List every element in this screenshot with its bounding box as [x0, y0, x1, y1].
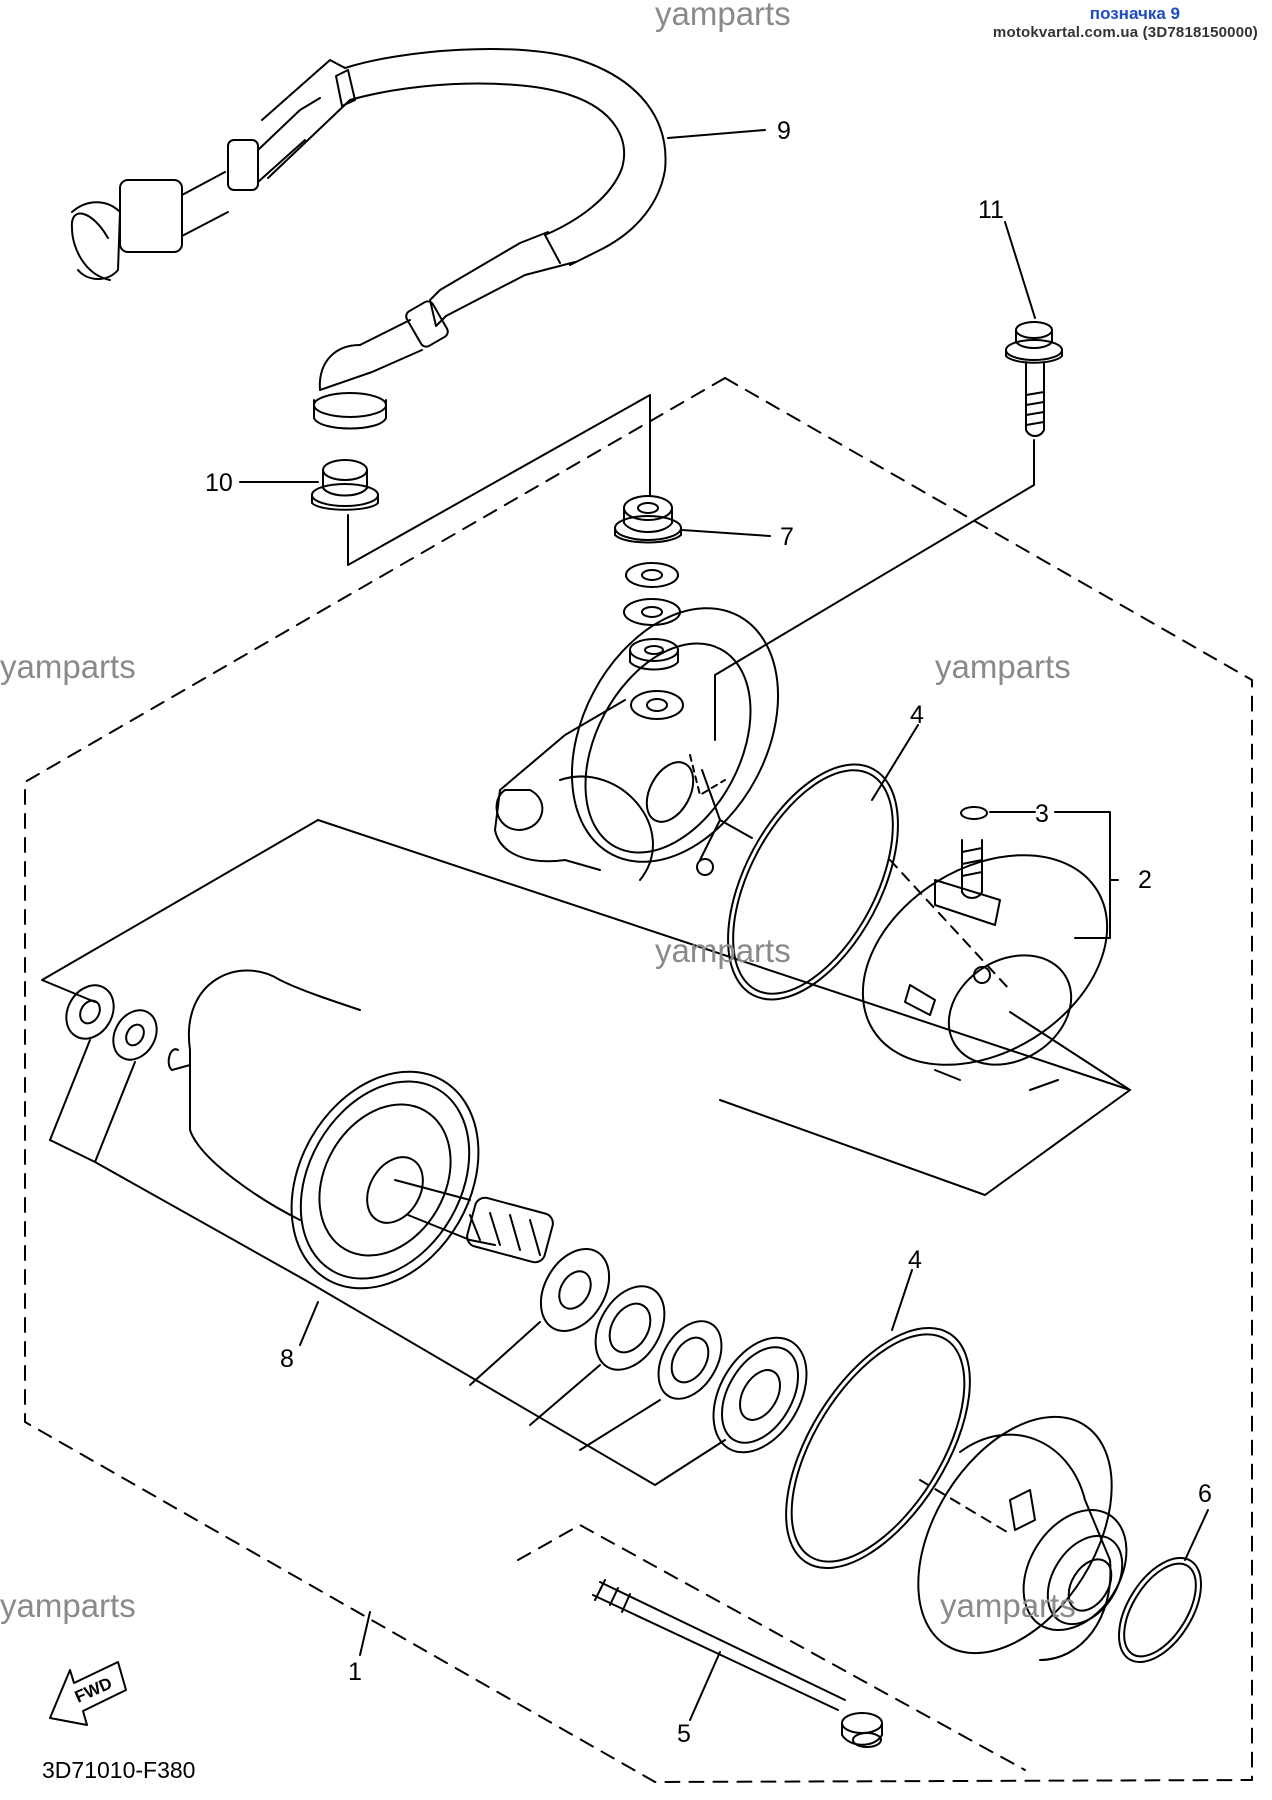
callout-4-lower: 4: [908, 1246, 922, 1274]
o-ring-upper: [727, 724, 919, 1001]
callout-3: 3: [1035, 800, 1049, 828]
brush-plate-assembly: [861, 806, 1131, 1091]
nut-part-10: [239, 394, 651, 566]
callout-5: 5: [677, 1720, 691, 1748]
diagram-code: 3D71010-F380: [42, 1757, 195, 1783]
starter-motor-body: [49, 969, 554, 1290]
callout-11: 11: [978, 196, 1004, 224]
callout-4-upper: 4: [910, 701, 924, 729]
watermark-bottom-right: yamparts: [940, 1587, 1076, 1624]
watermark-left-2: yamparts: [0, 1587, 136, 1624]
assembly-boundary: [24, 377, 1253, 1783]
callout-8: 8: [280, 1345, 294, 1373]
front-cover: [494, 607, 780, 881]
badge-title: позначка 9: [1089, 4, 1180, 23]
badge-source: motokvartal.com.ua (3D7818150000): [992, 24, 1258, 41]
watermark-left-1: yamparts: [0, 648, 136, 685]
watermark-center: yamparts: [655, 932, 791, 969]
bolt-part-11: [714, 221, 1063, 741]
source-badge: позначка 9 motokvartal.com.ua (3D7818150…: [993, 4, 1258, 41]
callout-10: 10: [205, 469, 233, 497]
o-ring-part-6: [1117, 1509, 1209, 1664]
callout-7: 7: [780, 523, 794, 551]
callout-6: 6: [1198, 1480, 1212, 1508]
through-bolt-part-5: [517, 1524, 1026, 1771]
callout-2: 2: [1138, 866, 1152, 894]
callout-9: 9: [777, 117, 791, 145]
rear-cover: [917, 1415, 1128, 1661]
watermark-right: yamparts: [935, 648, 1071, 685]
callout-1: 1: [348, 1658, 362, 1686]
fwd-arrow-icon: [49, 1661, 127, 1726]
starter-cable: [70, 47, 667, 430]
fwd-label: FWD: [72, 1674, 115, 1707]
o-ring-lower: [785, 1269, 971, 1570]
watermark-top: yamparts: [655, 0, 791, 32]
nut-part-7: [614, 495, 771, 544]
shaft-washers: [304, 1248, 808, 1486]
